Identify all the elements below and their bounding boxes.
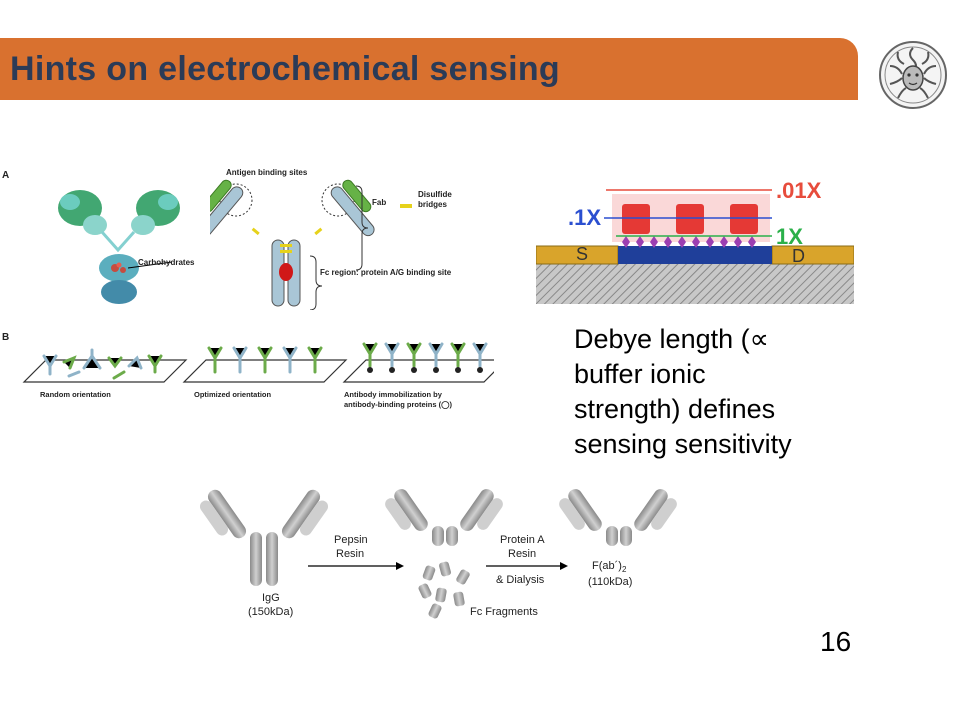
- fab2-mass-label: (110kDa): [588, 576, 633, 588]
- page-number: 16: [820, 626, 852, 657]
- carbohydrates-label: Carbohydrates: [138, 258, 195, 267]
- source-label: S: [576, 244, 589, 264]
- fc-fragments-label: Fc Fragments: [470, 606, 538, 618]
- protein-a-label: Protein A: [500, 534, 545, 546]
- title-bar: [0, 38, 858, 100]
- igg-label: IgG: [262, 592, 280, 604]
- debye-line-2: buffer ionic: [574, 359, 706, 389]
- random-orientation-label: Random orientation: [40, 390, 111, 399]
- drain-label: D: [792, 246, 805, 266]
- igg-mass-label: (150kDa): [248, 606, 294, 618]
- panel-a-letter: A: [2, 170, 10, 181]
- panel-b-letter: B: [2, 332, 10, 343]
- immobilization-label-2: antibody-binding proteins (◯): [344, 400, 452, 409]
- antibody-crystal-structure: [58, 190, 180, 304]
- debye-line-3: strength) defines: [574, 394, 776, 424]
- slide-title: Hints on electrochemical sensing: [10, 50, 560, 88]
- protein-a-resin-label: Resin: [508, 548, 537, 560]
- debye-1x-right-label: 1X: [776, 224, 803, 249]
- fc-region-label: Fc region: protein A/G binding site: [320, 268, 452, 277]
- disulfide-label-1: Disulfide: [418, 190, 452, 199]
- fab2-label: F(ab´)2: [592, 560, 627, 575]
- disulfide-label-2: bridges: [418, 200, 447, 209]
- igg-digestion-diagram: [200, 489, 677, 619]
- optimized-orientation-label: Optimized orientation: [194, 390, 272, 399]
- antibody-schematic: [210, 179, 412, 310]
- dialysis-label: & Dialysis: [496, 574, 545, 586]
- orientation-surfaces: [22, 342, 494, 383]
- debye-1x-left-label: .1X: [568, 205, 602, 230]
- debye-01x-label: .01X: [776, 178, 822, 203]
- immobilization-label-1: Antibody immobilization by: [344, 390, 442, 399]
- fet-debye-diagram: [536, 189, 854, 304]
- debye-line-4: sensing sensitivity: [574, 429, 792, 459]
- debye-explanation: Debye length (∝ buffer ionic strength) d…: [574, 322, 874, 462]
- pepsin-resin-label: Resin: [336, 548, 365, 560]
- pepsin-label: Pepsin: [334, 534, 368, 546]
- debye-line-1: Debye length (∝: [574, 324, 769, 354]
- fab-label: Fab: [372, 198, 387, 207]
- medusa-head-seal-icon: [879, 41, 947, 109]
- antigen-binding-sites-label: Antigen binding sites: [226, 168, 308, 177]
